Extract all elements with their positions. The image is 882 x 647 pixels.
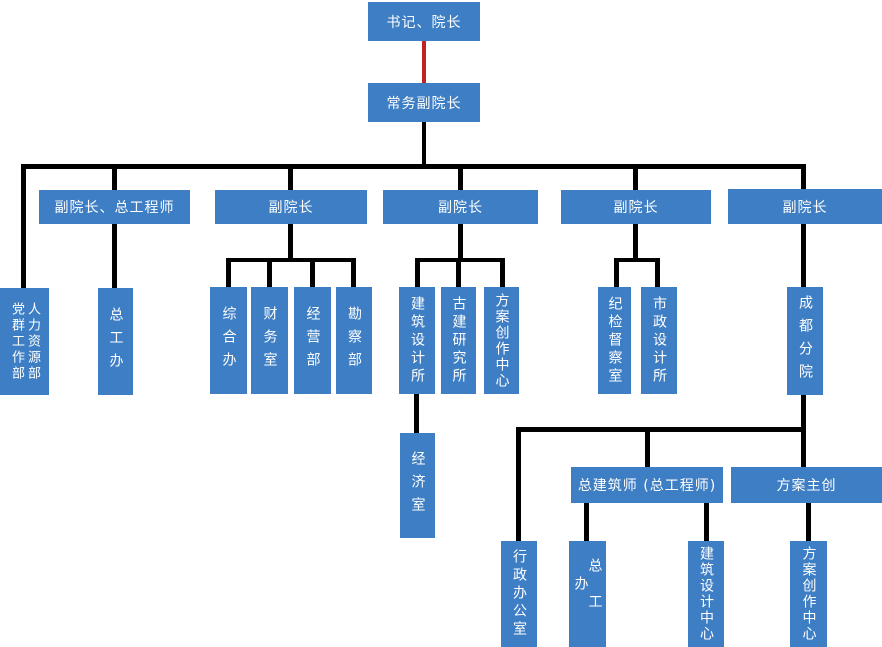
connector-drop-vd3 — [633, 164, 638, 190]
node-architecture-design-institute: 建筑设计所 — [399, 287, 435, 394]
node-vice-dean-1: 副院长 — [215, 190, 367, 224]
connector-vdce-to-ceo-office — [112, 224, 117, 288]
node-architecture-design-center: 建筑设计中心 — [688, 541, 724, 647]
node-vice-dean-chief-engineer: 副院长、总工程师 — [39, 190, 190, 224]
connector-chengdu-stem — [801, 395, 806, 428]
node-discipline-inspection-office-label: 纪检督察室 — [606, 295, 623, 386]
node-economics-office: 经济室 — [400, 433, 435, 538]
node-architecture-design-institute-label: 建筑设计所 — [409, 295, 425, 386]
connector-drop-vd4 — [801, 164, 806, 189]
node-scheme-creation-center: 方案创作中心 — [484, 287, 519, 394]
node-general-office: 综合办 — [210, 287, 247, 394]
node-operations-dept-label: 经营部 — [304, 306, 321, 375]
node-operations-dept: 经营部 — [294, 287, 331, 394]
connector-drop-ancient-arch-institute — [456, 258, 461, 289]
node-vice-dean-2-label: 副院长 — [438, 200, 483, 216]
connector-drop-party-hr — [21, 164, 26, 288]
node-general-office-label: 综合办 — [220, 306, 237, 375]
connector-drop-scheme-lead — [801, 427, 806, 467]
connector-drop-arch-design-institute — [415, 258, 420, 289]
connector-drop-chief-architect — [645, 427, 650, 467]
node-branch-chief-engineer-office-label: 总工办 — [572, 558, 603, 630]
node-secretary-dean: 书记、院长 — [368, 2, 480, 41]
node-chengdu-branch: 成都分院 — [787, 287, 823, 395]
connector-drop-municipal-institute — [655, 258, 660, 289]
connector-drop-vd1 — [288, 164, 293, 190]
node-hr-dept-label: 人力资源部 — [25, 301, 40, 382]
node-scheme-lead-label: 方案主创 — [776, 478, 837, 494]
node-economics-office-label: 经济室 — [409, 451, 426, 520]
node-finance-office-label: 财务室 — [261, 306, 278, 375]
node-vice-dean-3-label: 副院长 — [613, 200, 659, 216]
connector-exec-stem — [422, 122, 426, 167]
node-municipal-design-institute-label: 市政设计所 — [651, 295, 667, 386]
node-vice-dean-4-label: 副院长 — [782, 199, 828, 216]
connector-drop-vdce — [112, 164, 117, 190]
node-exec-vice-dean: 常务副院长 — [368, 83, 480, 122]
node-vice-dean-2: 副院长 — [383, 190, 538, 224]
connector-vd4-to-chengdu — [801, 224, 806, 287]
node-party-mass-dept-label: 党群工作部 — [9, 301, 24, 382]
node-chief-architect-label: 总建筑师 (总工程师) — [577, 478, 717, 494]
node-discipline-inspection-office: 纪检督察室 — [598, 287, 631, 394]
connector-chengdu-hbar — [516, 427, 806, 432]
node-secretary-dean-label: 书记、院长 — [386, 14, 462, 31]
connector-ca-to-arch-design-center — [704, 503, 709, 541]
connector-vd3-stem — [633, 224, 638, 262]
connector-vd2-stem — [458, 224, 463, 262]
node-survey-dept: 勘察部 — [336, 287, 372, 394]
node-chief-engineer-office: 总工办 — [98, 288, 133, 395]
node-finance-office: 财务室 — [251, 287, 288, 394]
node-party-hr-dept: 党群工作部 人力资源部 — [0, 288, 49, 395]
connector-drop-admin-office — [516, 427, 521, 541]
connector-sl-to-branch-scheme-center — [806, 503, 811, 541]
node-chief-engineer-office-label: 总工办 — [107, 307, 124, 376]
node-admin-office-label: 行政办公室 — [511, 549, 527, 639]
node-scheme-lead: 方案主创 — [731, 467, 882, 503]
node-chief-architect: 总建筑师 (总工程师) — [571, 467, 723, 503]
node-architecture-design-center-label: 建筑设计中心 — [698, 546, 714, 642]
node-branch-chief-engineer-office: 总工办 — [569, 541, 606, 647]
node-scheme-creation-center-label: 方案创作中心 — [493, 292, 510, 389]
connector-vd1-hbar — [226, 258, 356, 262]
node-survey-dept-label: 勘察部 — [346, 306, 362, 375]
node-branch-scheme-creation-center: 方案创作中心 — [790, 541, 827, 647]
node-vice-dean-1-label: 副院长 — [268, 200, 314, 216]
node-vice-dean-4: 副院长 — [728, 189, 882, 224]
connector-vd1-stem — [288, 224, 293, 262]
connector-ca-to-branch-ceo-office — [584, 503, 589, 541]
connector-main-hbar — [21, 164, 806, 169]
connector-drop-survey-dept — [351, 258, 356, 289]
connector-secretary-to-exec — [422, 41, 426, 83]
node-municipal-design-institute: 市政设计所 — [641, 287, 677, 394]
node-admin-office: 行政办公室 — [501, 541, 537, 647]
connector-drop-scheme-creation-center — [500, 258, 505, 289]
connector-drop-vd2 — [458, 164, 463, 190]
node-exec-vice-dean-label: 常务副院长 — [386, 95, 462, 112]
connector-drop-finance-office — [267, 258, 272, 289]
node-ancient-architecture-institute-label: 古建研究所 — [450, 295, 467, 386]
node-chengdu-branch-label: 成都分院 — [797, 295, 813, 387]
node-vice-dean-chief-engineer-label: 副院长、总工程师 — [54, 200, 175, 216]
node-ancient-architecture-institute: 古建研究所 — [441, 287, 476, 394]
connector-drop-operations-dept — [310, 258, 315, 289]
connector-drop-discipline-office — [614, 258, 619, 289]
node-branch-scheme-creation-center-label: 方案创作中心 — [800, 546, 817, 642]
connector-arch-institute-to-economics — [414, 394, 419, 433]
connector-drop-general-office — [226, 258, 231, 289]
connector-vd3-hbar — [614, 258, 660, 262]
node-vice-dean-3: 副院长 — [561, 190, 711, 224]
